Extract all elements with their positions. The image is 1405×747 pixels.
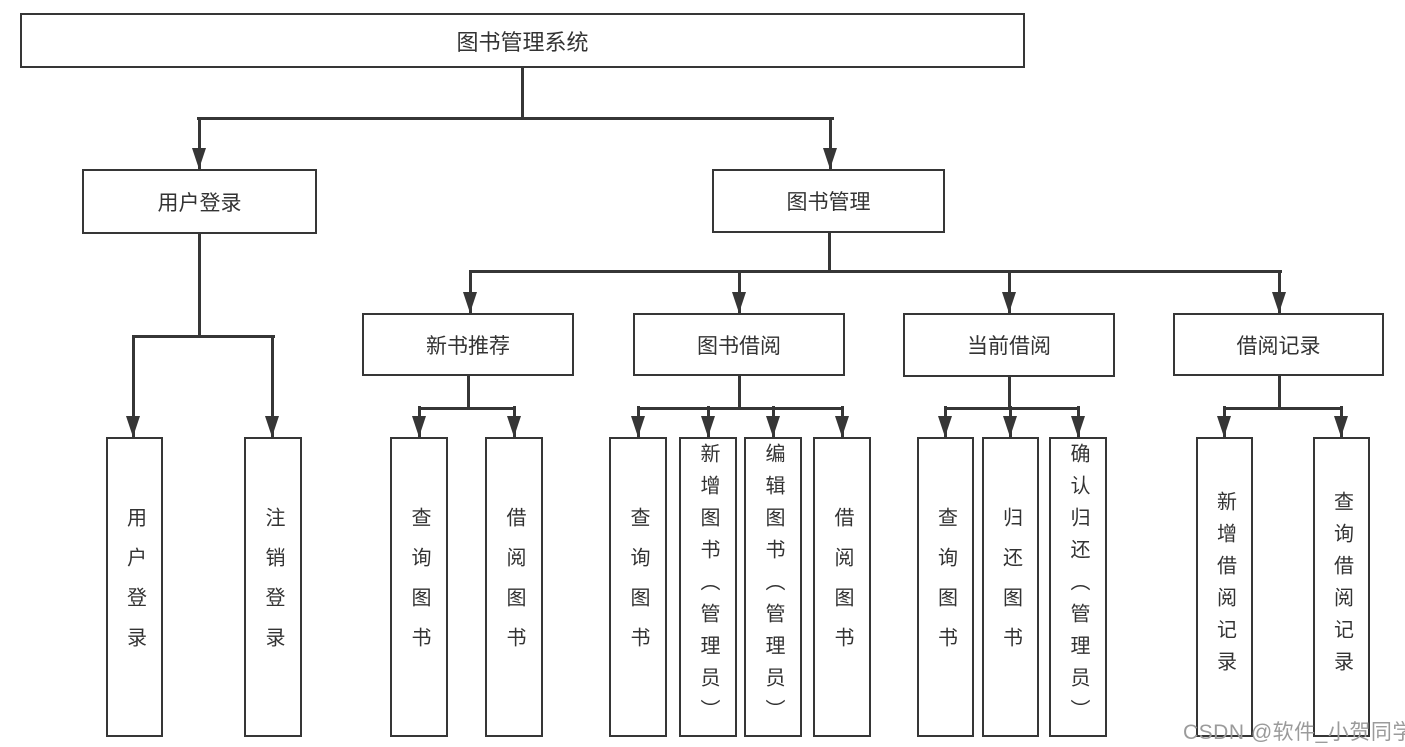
node-current-borrow: 当前借阅 — [903, 313, 1115, 377]
connector-branch — [468, 269, 1282, 273]
leaf-logout-label: 注销登录 — [262, 507, 284, 667]
arrow-down-icon — [835, 416, 849, 437]
connector-stem — [520, 68, 524, 118]
connector-arrow-line — [1007, 270, 1011, 313]
leaf-return-book: 归还图书 — [982, 437, 1039, 737]
leaf-user-login: 用户登录 — [106, 437, 163, 737]
arrow-down-icon — [631, 416, 645, 437]
connector-arrow-line — [131, 335, 135, 437]
node-borrow-record-label: 借阅记录 — [1236, 334, 1321, 358]
connector-arrow-line — [1277, 270, 1281, 313]
arrow-down-icon — [766, 416, 780, 437]
arrow-down-icon — [823, 148, 837, 169]
leaf-query-book-2: 查询图书 — [609, 437, 667, 737]
leaf-borrow-book-1-label: 借阅图书 — [503, 507, 525, 667]
leaf-user-login-label: 用户登录 — [123, 507, 146, 667]
arrow-down-icon — [507, 416, 521, 437]
leaf-add-borrow-record: 新增借阅记录 — [1196, 437, 1253, 737]
leaf-return-book-label: 归还图书 — [999, 507, 1022, 667]
arrow-down-icon — [701, 416, 715, 437]
node-library-system-label: 图书管理系统 — [456, 29, 589, 55]
arrow-down-icon — [463, 292, 477, 313]
leaf-edit-book-admin-label: 编辑图书（管理员） — [762, 443, 784, 731]
connector-arrow-line — [197, 117, 201, 169]
arrow-down-icon — [126, 416, 140, 437]
connector-arrow-line — [468, 270, 472, 313]
node-book-management-label: 图书管理 — [786, 191, 871, 214]
leaf-query-book-3-label: 查询图书 — [934, 507, 957, 667]
node-book-management: 图书管理 — [712, 169, 945, 233]
leaf-query-borrow-record-label: 查询借阅记录 — [1330, 491, 1353, 683]
leaf-query-book-2-label: 查询图书 — [627, 507, 649, 667]
node-book-borrow: 图书借阅 — [633, 313, 845, 376]
node-borrow-record: 借阅记录 — [1173, 313, 1384, 376]
leaf-logout: 注销登录 — [244, 437, 302, 737]
leaf-edit-book-admin: 编辑图书（管理员） — [744, 437, 802, 737]
arrow-down-icon — [1002, 292, 1016, 313]
connector-stem — [1277, 376, 1281, 409]
node-current-borrow-label: 当前借阅 — [967, 335, 1051, 358]
node-new-book-recommend: 新书推荐 — [362, 313, 574, 376]
connector-arrow-line — [828, 117, 832, 169]
arrow-down-icon — [265, 416, 279, 437]
connector-branch — [417, 406, 516, 410]
leaf-confirm-return-admin: 确认归还（管理员） — [1049, 437, 1107, 737]
connector-arrow-line — [270, 335, 274, 437]
leaf-query-book-3: 查询图书 — [917, 437, 974, 737]
node-new-book-recommend-label: 新书推荐 — [426, 334, 510, 358]
arrow-down-icon — [1334, 416, 1348, 437]
node-library-system: 图书管理系统 — [20, 13, 1025, 68]
connector-branch — [1222, 406, 1343, 410]
arrow-down-icon — [938, 416, 952, 437]
leaf-borrow-book-2: 借阅图书 — [813, 437, 871, 737]
leaf-confirm-return-admin-label: 确认归还（管理员） — [1067, 443, 1089, 731]
node-user-login-label: 用户登录 — [157, 191, 242, 215]
connector-arrow-line — [737, 270, 741, 313]
connector-branch — [131, 334, 275, 338]
leaf-add-borrow-record-label: 新增借阅记录 — [1213, 491, 1236, 683]
leaf-query-book-1: 查询图书 — [390, 437, 448, 737]
arrow-down-icon — [1071, 416, 1085, 437]
arrow-down-icon — [1003, 416, 1017, 437]
arrow-down-icon — [732, 292, 746, 313]
node-user-login: 用户登录 — [82, 169, 317, 234]
leaf-add-book-admin-label: 新增图书（管理员） — [697, 443, 719, 731]
connector-branch — [943, 406, 1080, 410]
connector-stem — [1007, 377, 1011, 409]
connector-stem — [466, 376, 470, 409]
arrow-down-icon — [1217, 416, 1231, 437]
leaf-borrow-book-2-label: 借阅图书 — [831, 507, 853, 667]
connector-branch — [196, 116, 834, 120]
node-book-borrow-label: 图书借阅 — [697, 334, 781, 358]
watermark: CSDN @软件_小贺同学 — [1183, 721, 1405, 744]
arrow-down-icon — [412, 416, 426, 437]
connector-stem — [827, 233, 831, 272]
arrow-down-icon — [192, 148, 206, 169]
leaf-query-book-1-label: 查询图书 — [408, 507, 430, 667]
connector-branch — [636, 406, 844, 410]
connector-stem — [197, 234, 201, 337]
leaf-query-borrow-record: 查询借阅记录 — [1313, 437, 1370, 737]
leaf-borrow-book-1: 借阅图书 — [485, 437, 543, 737]
leaf-add-book-admin: 新增图书（管理员） — [679, 437, 737, 737]
arrow-down-icon — [1272, 292, 1286, 313]
connector-stem — [737, 376, 741, 409]
